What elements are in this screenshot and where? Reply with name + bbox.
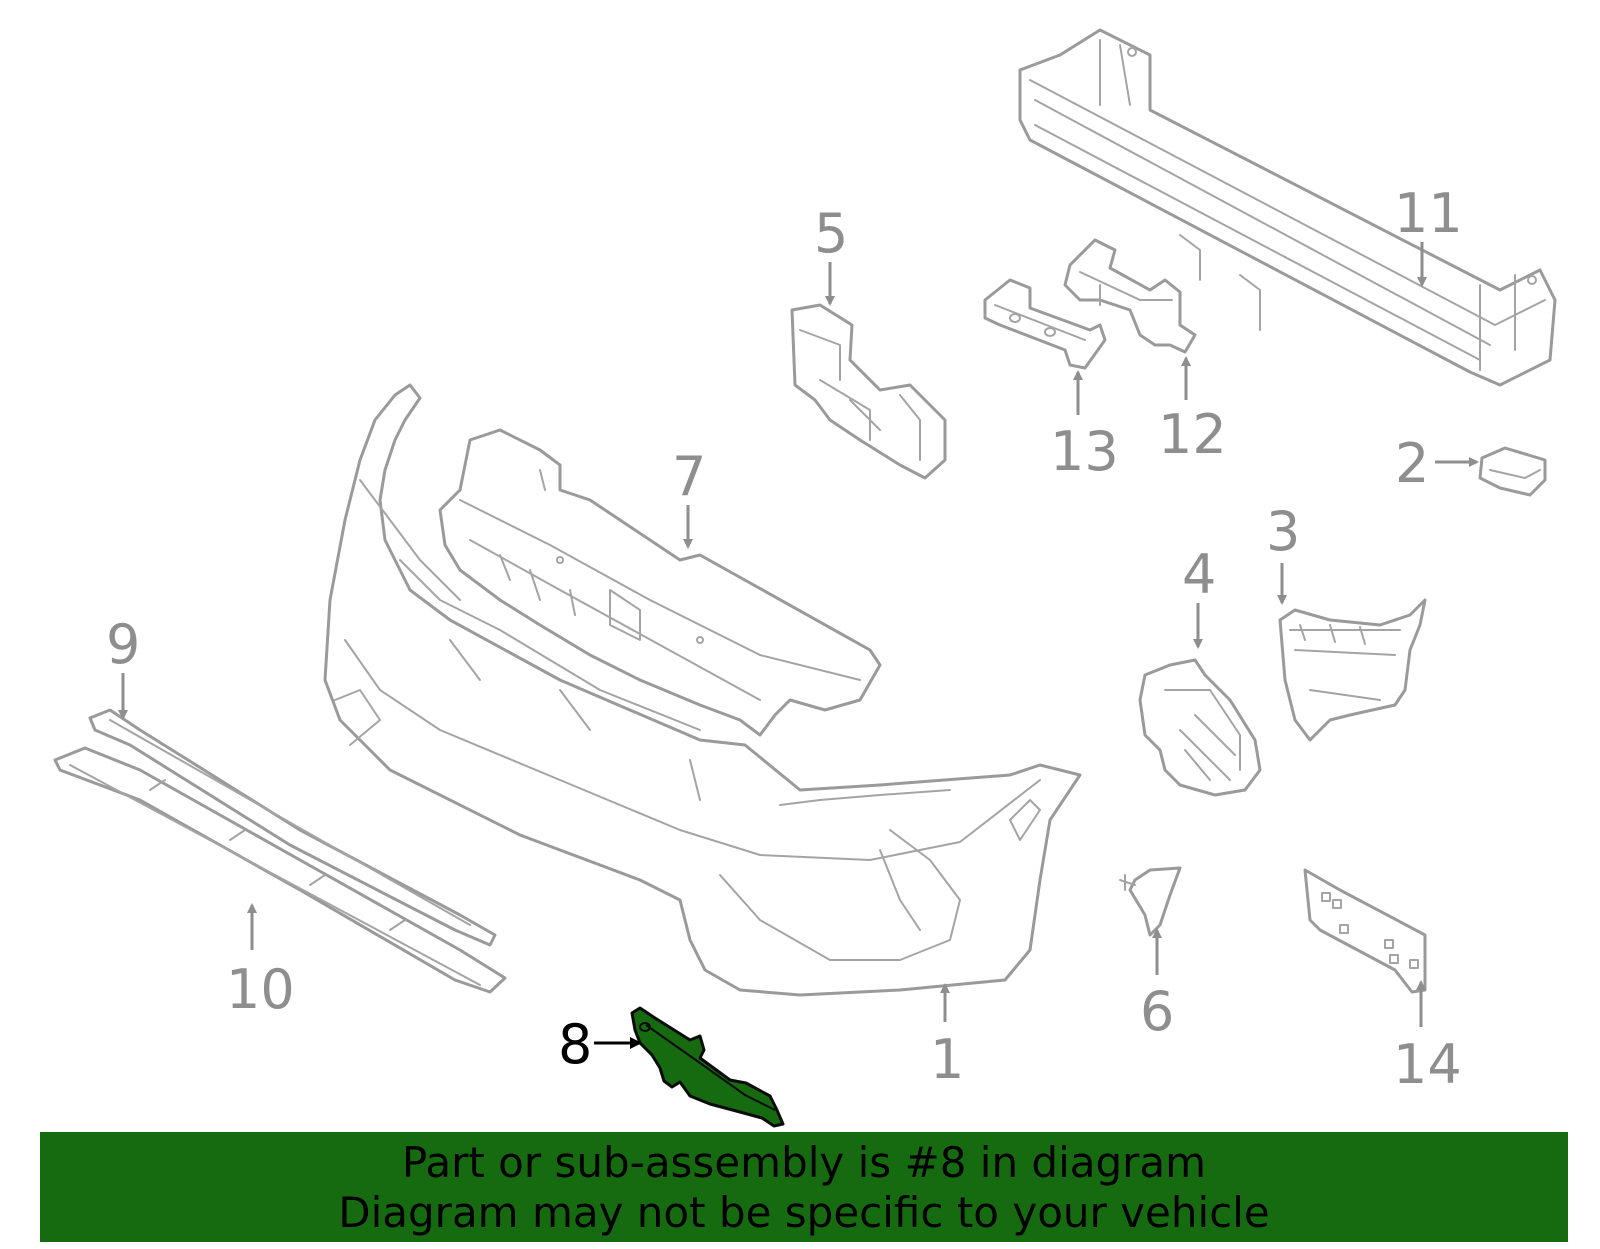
callout-13: 13 bbox=[1050, 420, 1119, 483]
callout-12: 12 bbox=[1158, 403, 1227, 466]
callout-1: 1 bbox=[930, 1028, 964, 1091]
part-9-trim-strip bbox=[88, 708, 497, 947]
part-8-highlighted-bracket bbox=[630, 1006, 785, 1128]
part-4-bracket bbox=[1138, 658, 1262, 797]
part-13-bracket bbox=[983, 278, 1107, 370]
part-6-sensor-bracket bbox=[1119, 866, 1182, 937]
part-11-reinforcement-beam bbox=[1018, 28, 1557, 387]
callout-7: 7 bbox=[672, 445, 706, 508]
callout-11: 11 bbox=[1394, 182, 1463, 245]
callout-numbers: 1 2 3 4 5 6 7 9 10 11 12 13 14 8 bbox=[106, 182, 1463, 1096]
part-7-upper-support bbox=[438, 428, 882, 737]
part-1-bumper-cover bbox=[323, 383, 1082, 997]
part-14-plate-bracket bbox=[1303, 868, 1427, 994]
banner-line-1: Part or sub-assembly is #8 in diagram bbox=[401, 1138, 1207, 1187]
info-banner: Part or sub-assembly is #8 in diagram Di… bbox=[40, 1132, 1568, 1242]
callout-leaders bbox=[118, 242, 1479, 1049]
banner-line-2: Diagram may not be specific to your vehi… bbox=[338, 1188, 1270, 1237]
part-2-clip bbox=[1478, 446, 1547, 497]
callout-8: 8 bbox=[558, 1013, 592, 1076]
callout-4: 4 bbox=[1182, 543, 1216, 606]
callout-10: 10 bbox=[226, 958, 295, 1021]
callout-6: 6 bbox=[1140, 980, 1174, 1043]
callout-9: 9 bbox=[106, 613, 140, 676]
part-5-bracket bbox=[790, 303, 947, 480]
callout-2: 2 bbox=[1395, 432, 1429, 495]
callout-3: 3 bbox=[1266, 500, 1300, 563]
callout-14: 14 bbox=[1393, 1033, 1462, 1096]
part-12-bracket bbox=[1063, 238, 1197, 354]
part-3-bracket bbox=[1278, 598, 1427, 742]
callout-5: 5 bbox=[814, 202, 848, 265]
part-10-trim-strip bbox=[53, 746, 507, 994]
